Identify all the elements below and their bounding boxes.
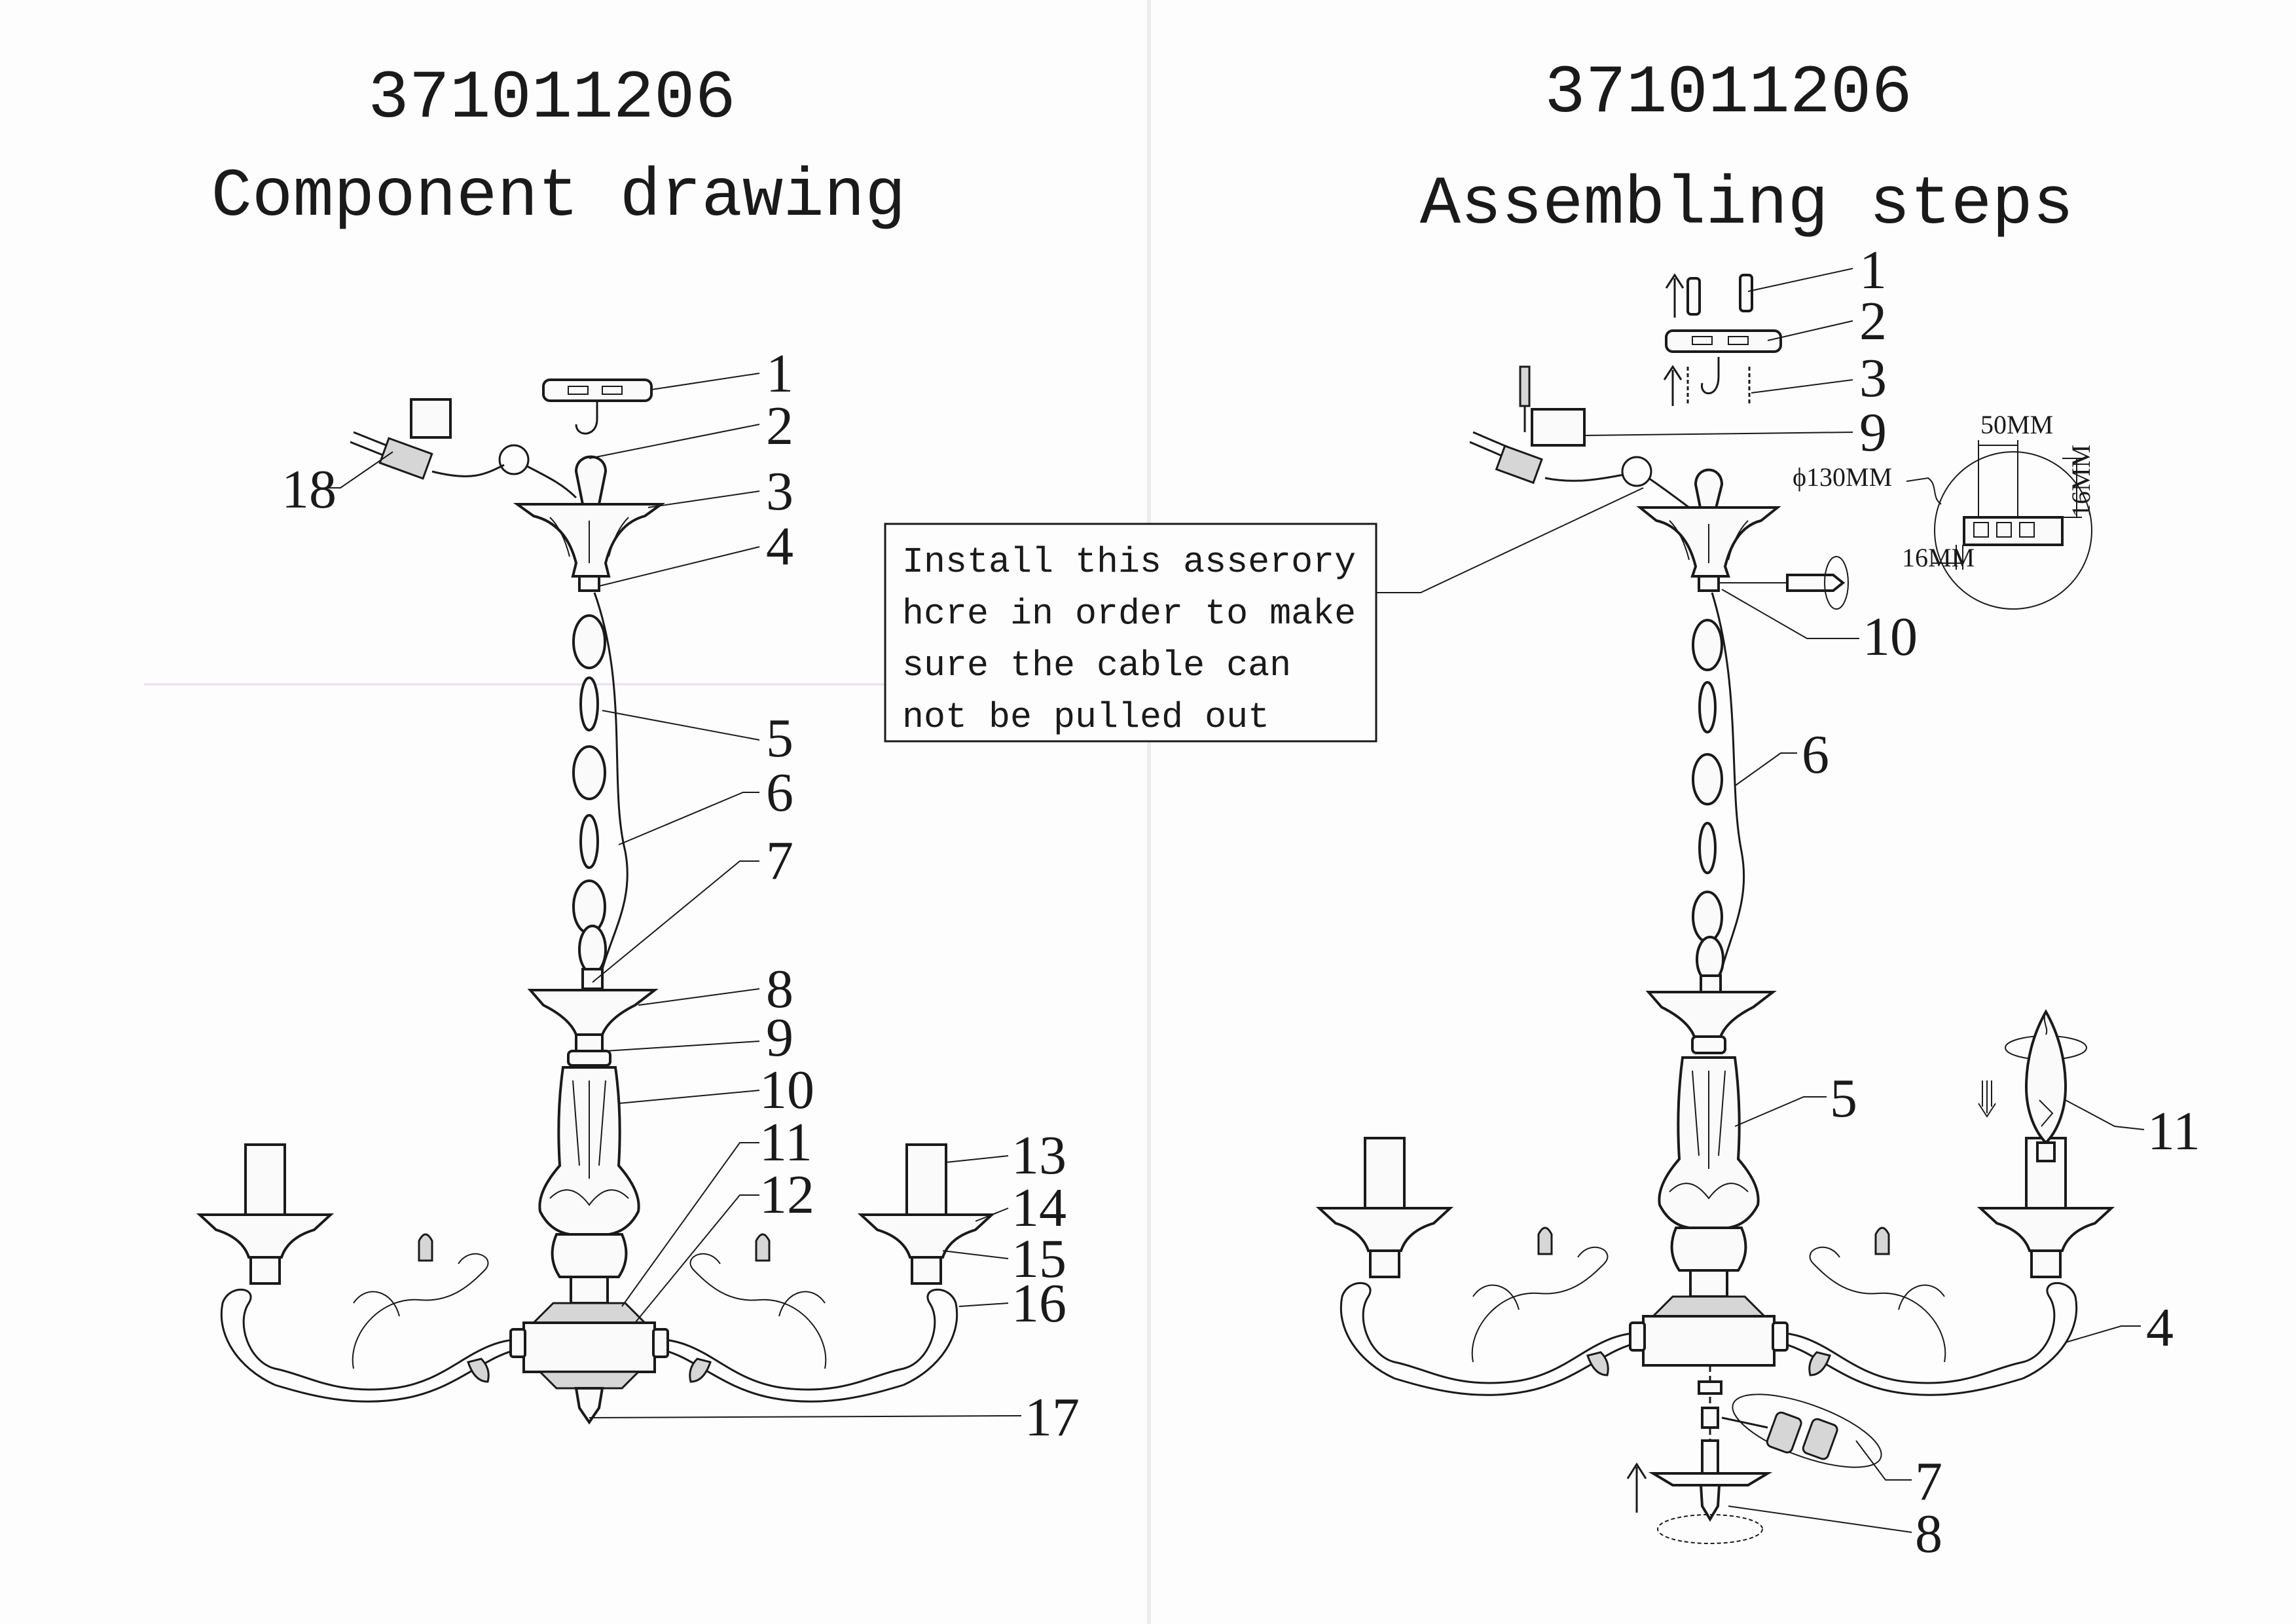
power-cable [593, 592, 629, 983]
dim-diameter-label: ϕ130MM [1793, 462, 1892, 492]
left-arm [220, 1288, 524, 1391]
center-body [522, 1321, 656, 1373]
right-callout-11: 11 [2147, 1101, 2200, 1162]
right-left-candle-sleeve [1364, 1137, 1406, 1209]
right-callout-2: 2 [1859, 291, 1887, 352]
detail-bracket [1963, 516, 2064, 546]
left-callout-18: 18 [282, 459, 337, 520]
note-box: Install this asserory hcre in order to m… [884, 487, 1644, 743]
right-terminal-cap [1531, 408, 1586, 447]
right-callout-3: 3 [1859, 348, 1887, 409]
right-callout-8: 8 [1915, 1504, 1942, 1564]
right-callout-7: 7 [1915, 1451, 1942, 1512]
left-callouts: 1 2 3 4 5 6 7 8 9 10 11 12 13 14 15 16 1… [282, 343, 1080, 1448]
detail-circle [1934, 451, 2092, 610]
left-callout-7: 7 [766, 830, 793, 891]
left-callout-14: 14 [1011, 1177, 1066, 1238]
left-callout-8: 8 [766, 959, 793, 1020]
right-arm [654, 1288, 958, 1391]
terminal-block [378, 437, 433, 480]
finial [574, 1387, 604, 1425]
left-title: Component drawing [211, 158, 906, 236]
note-line-3: sure the cable can [902, 645, 1291, 686]
wall-plug [1686, 277, 1701, 316]
left-chandelier [196, 378, 996, 1425]
bottom-cup [1648, 1472, 1773, 1486]
left-code: 371011206 [368, 60, 736, 138]
right-callout-5: 5 [1830, 1068, 1857, 1129]
right-callout-9: 9 [1859, 402, 1887, 463]
right-candle-sleeve [905, 1143, 947, 1216]
right-callout-10: 10 [1863, 606, 1918, 667]
left-callout-2: 2 [766, 396, 793, 456]
left-callout-1: 1 [766, 343, 793, 404]
dim-height-label: 16MM [2066, 445, 2096, 517]
left-callout-5: 5 [766, 708, 793, 769]
left-callout-12: 12 [759, 1164, 814, 1225]
left-callout-10: 10 [759, 1060, 814, 1120]
left-candle-sleeve [244, 1143, 286, 1216]
candle-bulb [2024, 1008, 2068, 1145]
left-leaders [327, 373, 1022, 1418]
dim-side-label: 16MM [1902, 543, 1975, 572]
right-callouts: 1 2 3 9 10 6 5 11 4 7 8 [1802, 240, 2200, 1564]
terminal-cap [410, 398, 452, 439]
right-chandelier [1315, 273, 2115, 1544]
ceiling-hook [575, 401, 598, 435]
note-line-2: hcre in order to make [902, 593, 1356, 635]
right-callout-1: 1 [1859, 240, 1887, 301]
chain [572, 614, 607, 974]
left-callout-6: 6 [766, 762, 793, 823]
upper-cup [527, 989, 659, 1036]
mounting-bracket [542, 378, 653, 402]
right-code: 371011206 [1544, 55, 1912, 132]
left-callout-15: 15 [1011, 1228, 1066, 1289]
right-title: Assembling steps [1420, 166, 2074, 244]
right-center-body [1642, 1315, 1776, 1367]
right-mounting-bracket [1665, 329, 1782, 353]
right-callout-6: 6 [1802, 724, 1829, 785]
right-chain [1692, 619, 1724, 983]
left-callout-3: 3 [766, 461, 793, 522]
left-callout-11: 11 [759, 1112, 812, 1173]
left-callout-13: 13 [1011, 1125, 1066, 1186]
left-callout-17: 17 [1025, 1387, 1080, 1448]
note-line-1: Install this asserory [902, 542, 1356, 583]
right-callout-4: 4 [2146, 1297, 2174, 1358]
left-callout-9: 9 [766, 1007, 793, 1068]
note-line-4: not be pulled out [902, 697, 1269, 738]
dim-width-label: 50MM [1980, 410, 2053, 439]
note-pointer [1376, 487, 1644, 593]
right-leaders [1584, 268, 2145, 1533]
left-callout-4: 4 [766, 516, 793, 577]
dimension-detail: 50MM 16MM 16MM ϕ130MM [1793, 410, 2096, 610]
cable-clip [498, 444, 530, 475]
left-callout-16: 16 [1011, 1273, 1066, 1334]
